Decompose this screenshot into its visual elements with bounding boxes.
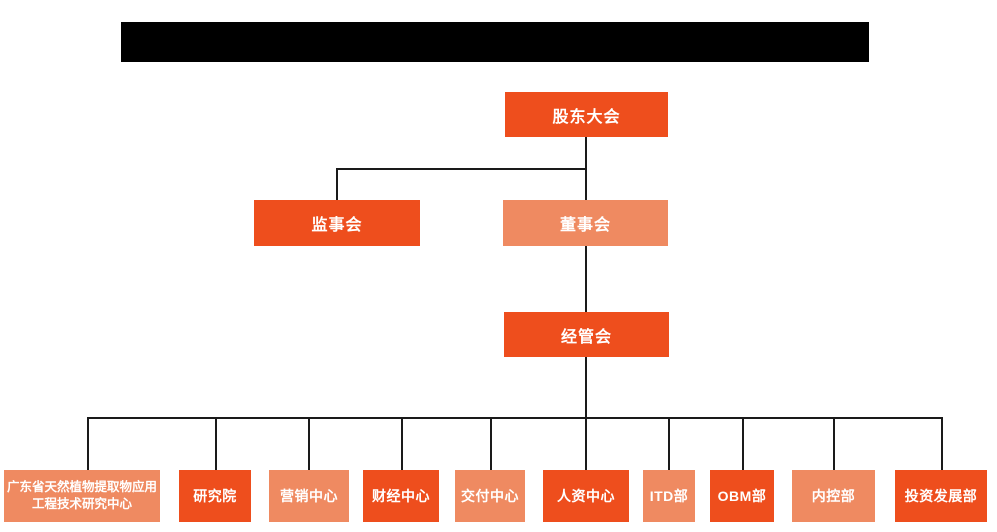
node-dept-marketing-center: 营销中心: [269, 470, 349, 522]
node-dept-hr-center: 人资中心: [543, 470, 629, 522]
connector-line: [336, 168, 338, 200]
connector-line: [585, 168, 587, 200]
node-dept-research-institute: 研究院: [179, 470, 251, 522]
node-dept-obm: OBM部: [710, 470, 774, 522]
connector-line: [490, 417, 492, 470]
node-label: 董事会: [559, 217, 611, 234]
node-shareholders-meeting: 股东大会: [505, 92, 668, 137]
node-dept-delivery-center: 交付中心: [455, 470, 525, 522]
node-board-of-directors: 董事会: [503, 200, 668, 246]
connector-line: [833, 417, 835, 470]
node-dept-itd: ITD部: [643, 470, 695, 522]
node-label: 广东省天然植物提取物应用工程技术研究中心: [7, 480, 158, 511]
node-dept-research-center: 广东省天然植物提取物应用工程技术研究中心: [4, 470, 160, 522]
connector-line: [941, 417, 943, 470]
connector-line: [585, 357, 587, 418]
node-label: OBM部: [717, 488, 767, 504]
node-label: 交付中心: [461, 488, 519, 504]
node-management-committee: 经管会: [504, 312, 669, 357]
node-label: ITD部: [649, 488, 689, 504]
connector-line: [87, 417, 89, 470]
node-label: 投资发展部: [904, 488, 978, 504]
node-label: 内控部: [811, 488, 856, 504]
connector-line: [585, 246, 587, 312]
node-dept-internal-control: 内控部: [792, 470, 875, 522]
connector-line: [742, 417, 744, 470]
node-label: 人资中心: [557, 488, 615, 504]
connector-line: [87, 417, 943, 419]
connector-line: [401, 417, 403, 470]
node-label: 财经中心: [372, 488, 430, 504]
connector-line: [585, 137, 587, 169]
connector-line: [585, 417, 587, 470]
node-label: 研究院: [193, 488, 237, 504]
redacted-title-bar: [121, 22, 869, 62]
node-dept-finance-center: 财经中心: [363, 470, 439, 522]
connector-line: [668, 417, 670, 470]
node-label: 经管会: [560, 328, 612, 346]
connector-line: [336, 168, 587, 170]
node-label: 监事会: [311, 217, 363, 234]
node-label: 营销中心: [280, 488, 338, 504]
connector-line: [308, 417, 310, 470]
node-dept-investment-development: 投资发展部: [895, 470, 987, 522]
node-supervisory-board: 监事会: [254, 200, 420, 246]
connector-line: [215, 417, 217, 470]
node-label: 股东大会: [552, 108, 621, 126]
